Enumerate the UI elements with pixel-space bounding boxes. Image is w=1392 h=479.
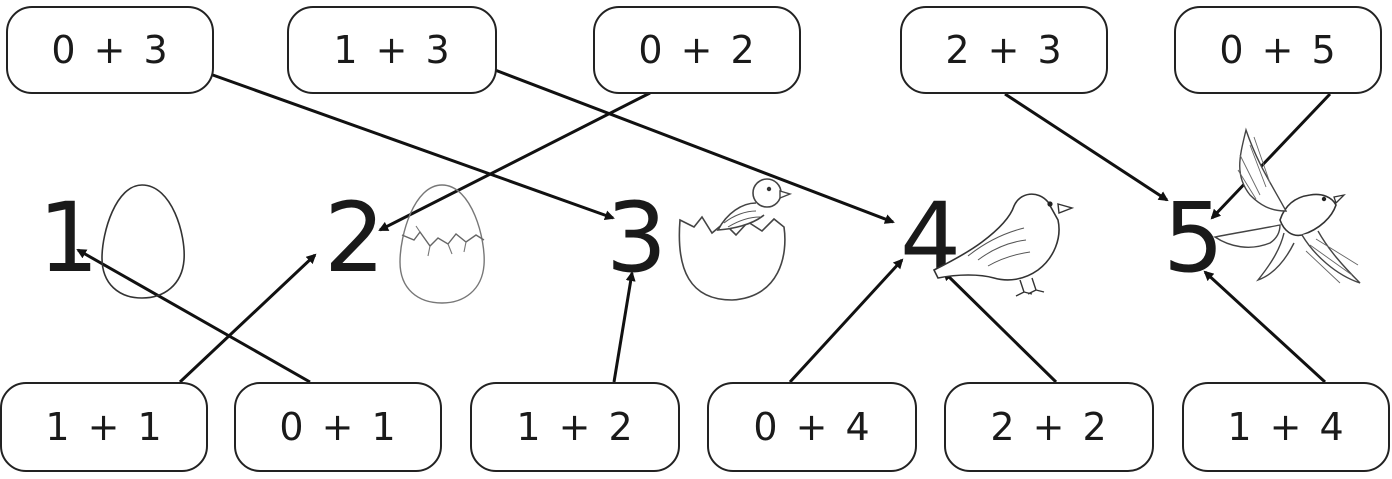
arrow-0-plus-3-to-3 xyxy=(209,72,615,221)
top-expression-box: 0 + 5 xyxy=(1174,6,1382,94)
cracked-egg-icon xyxy=(399,184,485,304)
bottom-expression-box: 1 + 4 xyxy=(1182,382,1390,472)
expression-label: 2 + 3 xyxy=(945,28,1063,72)
top-expression-box: 0 + 3 xyxy=(6,6,214,94)
egg-icon xyxy=(101,184,185,299)
top-expression-box: 1 + 3 xyxy=(287,6,497,94)
arrow-1-plus-2-to-3 xyxy=(612,271,636,383)
arrow-0-plus-5-to-5 xyxy=(1210,92,1332,220)
arrow-0-plus-1-to-1 xyxy=(76,248,311,384)
bottom-expression-box: 2 + 2 xyxy=(944,382,1154,472)
expression-label: 0 + 3 xyxy=(51,28,169,72)
arrow-0-plus-2-to-2 xyxy=(378,91,651,232)
expression-label: 1 + 2 xyxy=(516,405,634,449)
top-expression-box: 0 + 2 xyxy=(593,6,801,94)
expression-label: 1 + 4 xyxy=(1227,405,1345,449)
arrow-2-plus-2-to-4 xyxy=(942,270,1058,384)
number-3: 3 xyxy=(606,182,668,294)
hatching-chick-icon xyxy=(678,178,793,301)
arrow-1-plus-4-to-5 xyxy=(1203,270,1327,384)
number-2: 2 xyxy=(324,182,386,294)
expression-label: 0 + 4 xyxy=(753,405,871,449)
number-5: 5 xyxy=(1163,182,1225,294)
arrow-0-plus-4-to-4 xyxy=(788,258,904,384)
top-expression-box: 2 + 3 xyxy=(900,6,1108,94)
bottom-expression-box: 0 + 4 xyxy=(707,382,917,472)
expression-label: 0 + 5 xyxy=(1219,28,1337,72)
arrow-1-plus-3-to-4 xyxy=(494,68,895,224)
bird-icon xyxy=(932,193,1075,297)
expression-label: 0 + 2 xyxy=(638,28,756,72)
bottom-expression-box: 0 + 1 xyxy=(234,382,442,472)
bottom-expression-box: 1 + 1 xyxy=(0,382,208,472)
arrow-1-plus-1-to-2 xyxy=(178,253,317,384)
number-1: 1 xyxy=(38,182,100,294)
expression-label: 0 + 1 xyxy=(279,405,397,449)
expression-label: 1 + 1 xyxy=(45,405,163,449)
arrow-2-plus-3-to-5 xyxy=(1004,92,1169,202)
expression-label: 1 + 3 xyxy=(333,28,451,72)
bottom-expression-box: 1 + 2 xyxy=(470,382,680,472)
expression-label: 2 + 2 xyxy=(990,405,1108,449)
flying-bird-icon xyxy=(1213,127,1361,284)
